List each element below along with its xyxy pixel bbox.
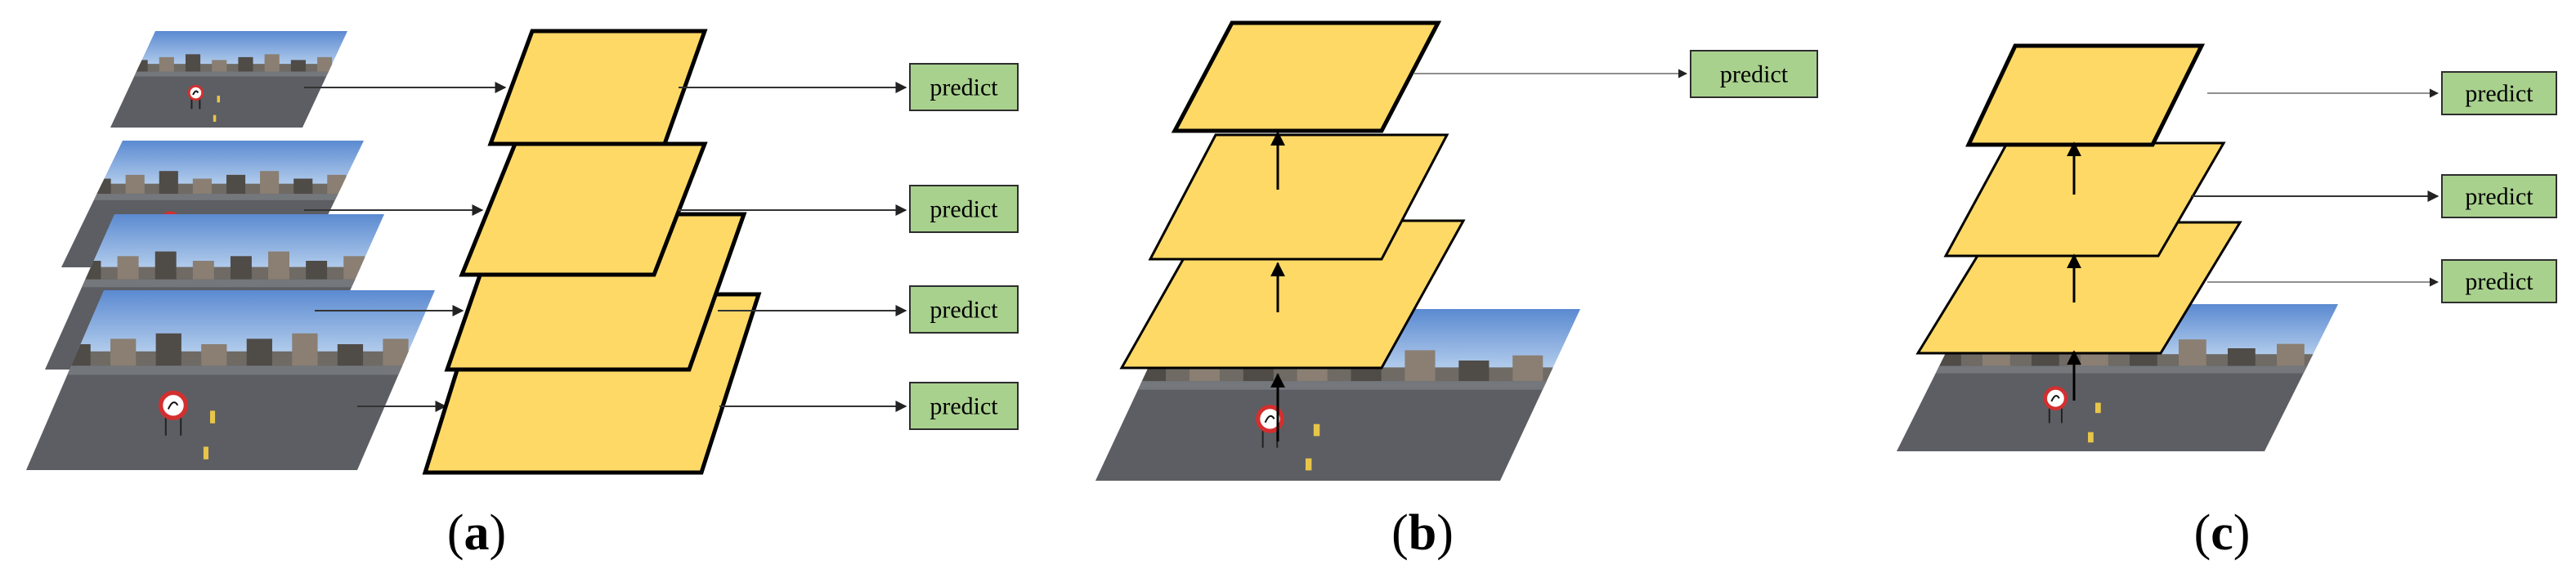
predict-box-a-2-label: predict: [930, 196, 998, 223]
panel-a-image-pyramid: predict predict predict predict: [26, 29, 1019, 475]
predict-box-b-1: predict: [1690, 50, 1818, 98]
predict-box-a-2: predict: [909, 185, 1019, 233]
feature-map-b-2: [1148, 133, 1449, 261]
predict-box-a-4-label: predict: [930, 393, 998, 420]
predict-box-a-1: predict: [909, 63, 1019, 111]
panel-b-label: (b): [1391, 505, 1454, 561]
predict-box-a-1-label: predict: [930, 74, 998, 101]
panel-c-pyramidal-feature-hierarchy: predict predict predict: [1897, 43, 2557, 451]
input-image-a-1: [110, 31, 347, 128]
predict-box-a-3-label: predict: [930, 297, 998, 324]
panel-b-single-feature-map: predict: [1095, 20, 1818, 481]
predict-box-c-3: predict: [2441, 259, 2557, 303]
feature-map-a-1: [487, 29, 708, 146]
feature-map-b-1: [1171, 20, 1442, 133]
panel-c-label: (c): [2194, 505, 2251, 561]
predict-box-c-3-label: predict: [2465, 268, 2533, 295]
predict-box-c-2: predict: [2441, 174, 2557, 218]
predict-box-a-4: predict: [909, 382, 1019, 430]
predict-box-c-2-label: predict: [2465, 183, 2533, 210]
predict-box-c-1-label: predict: [2465, 80, 2533, 107]
predict-box-b-1-label: predict: [1720, 61, 1789, 88]
feature-map-c-1: [1965, 43, 2206, 147]
panel-a-label: (a): [447, 505, 506, 561]
predict-box-a-3: predict: [909, 285, 1019, 334]
predict-box-c-1: predict: [2441, 71, 2557, 115]
